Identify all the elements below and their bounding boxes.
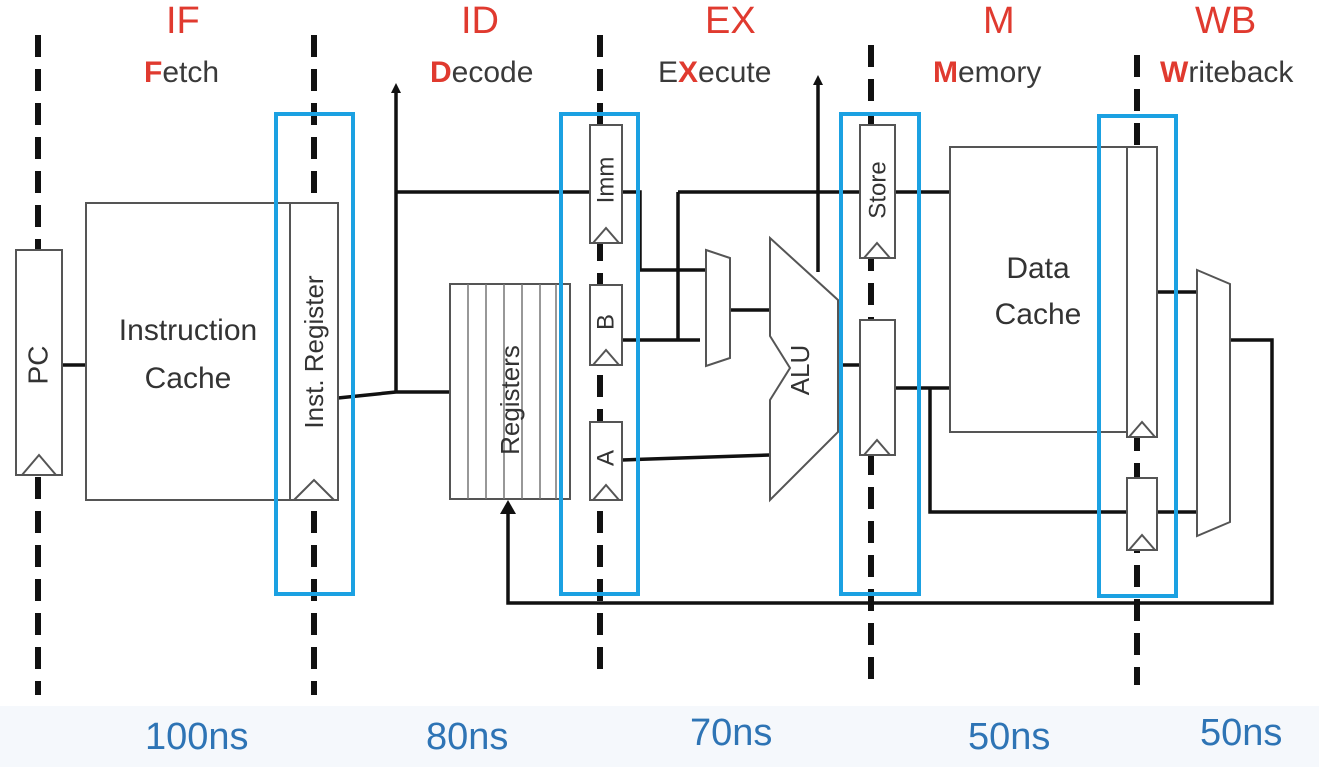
- stage-if-rest: etch: [162, 56, 220, 89]
- stage-ex-rest: ecute: [698, 56, 772, 89]
- instruction-register: Inst. Register: [289, 202, 339, 501]
- stage-id-initial: D: [430, 56, 452, 89]
- stage-wb-rest: riteback: [1188, 56, 1294, 89]
- stage-ex-prefix: E: [658, 56, 679, 89]
- inst-register-label: Inst. Register: [299, 275, 329, 429]
- a-label: A: [592, 450, 619, 466]
- imm-label: Imm: [592, 157, 619, 204]
- alu-label: ALU: [785, 345, 815, 396]
- stage-m-rest: emory: [958, 56, 1042, 89]
- stage-id-name: Decode: [430, 56, 533, 90]
- stage-wb-name: Writeback: [1160, 56, 1293, 90]
- stage-if-abbr: IF: [166, 0, 200, 42]
- stage-m-abbr: M: [983, 0, 1015, 42]
- feedback-arrowhead: [500, 500, 516, 514]
- stage-wb-abbr: WB: [1195, 0, 1257, 42]
- stage-if-name: Fetch: [144, 56, 219, 90]
- timing-m: 50ns: [968, 716, 1051, 758]
- store-label: Store: [864, 161, 891, 218]
- stage-ex-abbr: EX: [705, 0, 756, 42]
- alu-result-latch: [859, 319, 896, 456]
- pc-register: PC: [15, 249, 63, 476]
- stage-ex-name: EXecute: [658, 56, 771, 90]
- icache-label-line1: Instruction: [119, 314, 257, 347]
- mem-data-latch: [1126, 146, 1158, 438]
- stage-wb-initial: W: [1160, 56, 1189, 89]
- timing-footer: [0, 706, 1319, 767]
- b-label: B: [592, 314, 619, 330]
- writeback-mux: [1196, 268, 1231, 538]
- alu-input-mux: [705, 248, 731, 368]
- b-latch: B: [589, 284, 623, 366]
- dcache-label-line1: Data: [1006, 252, 1070, 285]
- timing-wb: 50ns: [1200, 712, 1283, 754]
- data-cache: Data Cache: [949, 146, 1129, 433]
- stage-ex-initial: X: [678, 56, 699, 89]
- wires: [62, 75, 1274, 605]
- imm-latch: Imm: [589, 124, 623, 244]
- highlight-ex-m: [839, 112, 921, 596]
- pipeline-diagram: PC Instruction Cache Inst. Register Regi…: [15, 35, 1274, 695]
- icache-label-line2: Cache: [145, 362, 232, 395]
- a-latch: A: [589, 421, 623, 501]
- stage-id-abbr: ID: [461, 0, 499, 42]
- pipeline-register-highlights: [274, 112, 1178, 598]
- wire-a-to-alu: [621, 453, 771, 462]
- registers-label: Registers: [495, 345, 525, 455]
- wire-bypass-to-wb-latch: [928, 388, 1127, 514]
- instruction-cache: Instruction Cache: [85, 202, 301, 501]
- stage-id-rest: ecode: [451, 56, 534, 89]
- highlight-m-wb: [1097, 114, 1178, 598]
- timing-id: 80ns: [426, 716, 509, 758]
- stage-m-initial: M: [933, 56, 958, 89]
- dcache-label-line2: Cache: [995, 298, 1082, 331]
- alu: ALU: [769, 235, 839, 503]
- wire-imm-to-mux: [622, 190, 706, 272]
- highlight-if-id: [274, 112, 355, 596]
- wb-bypass-latch: [1126, 477, 1158, 551]
- store-latch: Store: [859, 124, 896, 259]
- register-file: Registers: [449, 283, 571, 500]
- stage-if-initial: F: [144, 56, 163, 89]
- pc-label: PC: [22, 346, 53, 385]
- timing-if: 100ns: [145, 716, 249, 758]
- wire-writeback-feedback: [506, 338, 1274, 605]
- highlight-id-ex: [559, 112, 640, 596]
- stage-m-name: Memory: [933, 56, 1041, 90]
- timing-ex: 70ns: [690, 712, 773, 754]
